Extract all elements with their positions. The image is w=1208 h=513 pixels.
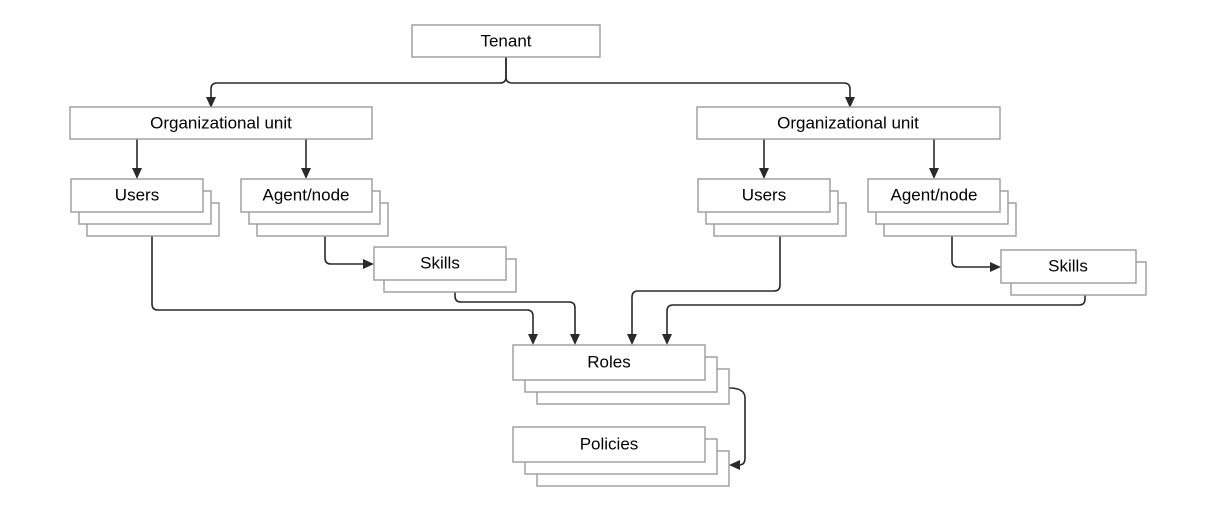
edge-skills-right-to-roles	[662, 295, 1086, 345]
edge-tenant-to-ou-left	[206, 57, 507, 108]
node-skills-right-label: Skills	[1048, 256, 1088, 275]
node-agent-node-left-label: Agent/node	[263, 185, 350, 204]
node-users-right-label: Users	[742, 185, 786, 204]
node-organizational-unit-left-label: Organizational unit	[150, 113, 292, 132]
node-agent-node-right-label: Agent/node	[891, 185, 978, 204]
edge-skills-left-to-roles	[454, 292, 580, 345]
node-skills-right[interactable]: Skills	[1000, 249, 1147, 296]
edge-ou-right-to-users-right	[759, 139, 769, 179]
node-organizational-unit-right-label: Organizational unit	[777, 113, 919, 132]
node-users-right[interactable]: Users	[697, 178, 847, 237]
edge-users-right-to-roles	[627, 236, 781, 345]
edge-ou-left-to-users-left	[132, 139, 142, 179]
node-skills-left[interactable]: Skills	[373, 246, 517, 293]
edge-agent-right-to-skills-right	[951, 236, 1001, 272]
edge-ou-right-to-agent-right	[929, 139, 939, 179]
node-tenant[interactable]: Tenant	[411, 24, 601, 58]
node-skills-left-label: Skills	[420, 253, 460, 272]
node-organizational-unit-left[interactable]: Organizational unit	[69, 106, 373, 140]
node-roles[interactable]: Roles	[512, 344, 730, 405]
edge-roles-to-policies	[728, 387, 746, 470]
node-roles-label: Roles	[587, 352, 630, 371]
edge-ou-left-to-agent-left	[301, 139, 311, 179]
node-agent-node-left[interactable]: Agent/node	[240, 178, 389, 237]
edge-tenant-to-ou-right	[505, 57, 855, 108]
connector-layer	[132, 57, 1086, 470]
node-agent-node-right[interactable]: Agent/node	[867, 178, 1017, 237]
edge-users-left-to-roles	[151, 236, 538, 345]
node-policies[interactable]: Policies	[512, 426, 730, 487]
node-policies-label: Policies	[580, 434, 639, 453]
edge-agent-left-to-skills-left	[324, 236, 374, 269]
node-tenant-label: Tenant	[480, 31, 531, 50]
node-users-left-label: Users	[115, 185, 159, 204]
node-organizational-unit-right[interactable]: Organizational unit	[696, 106, 1001, 140]
node-users-left[interactable]: Users	[70, 178, 220, 237]
